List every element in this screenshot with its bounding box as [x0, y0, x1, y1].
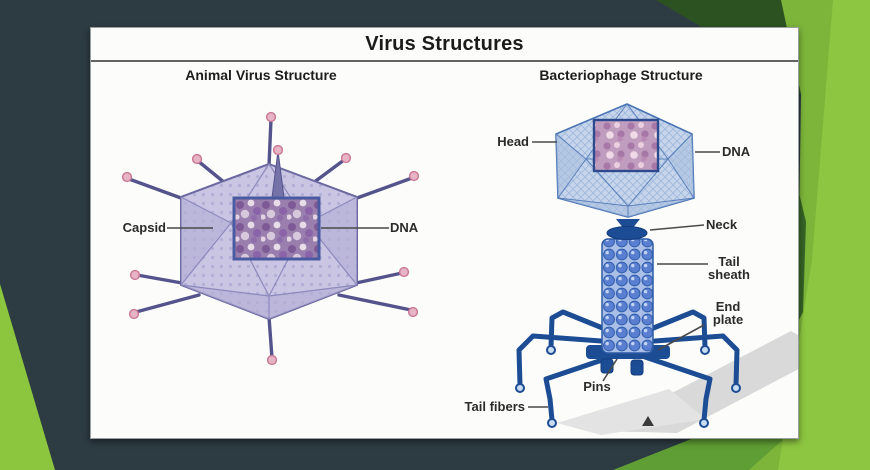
- green-streak-bright: [778, 0, 870, 470]
- phage-tail-sheath: [601, 238, 654, 354]
- phage-neck: [606, 219, 648, 240]
- bacteriophage-illustration: [515, 103, 798, 435]
- slide-title: Virus Structures: [365, 33, 524, 55]
- phage-legs: [516, 309, 740, 423]
- phage-dna-window: [592, 118, 660, 173]
- label-tail-fibers: Tail fibers: [464, 399, 525, 414]
- label-end-plate: End plate: [712, 299, 744, 327]
- phage-leg-feet: [515, 345, 741, 428]
- green-triangle-bottom-left: [0, 284, 55, 470]
- virus-dna-window: [232, 196, 321, 261]
- phage-shadow: [557, 331, 798, 435]
- label-phage-dna: DNA: [722, 144, 751, 159]
- small-triangle-mark: [642, 416, 654, 426]
- green-wedge-dark-top-right: [656, 0, 806, 98]
- label-capsid: Capsid: [122, 220, 166, 235]
- phage-head-shading: [556, 134, 694, 217]
- bacteriophage-leader-lines: [528, 141, 720, 408]
- spike-tips: [121, 111, 420, 366]
- bacteriophage-heading: Bacteriophage Structure: [539, 67, 703, 83]
- label-tail-sheath: Tail sheath: [708, 254, 750, 282]
- label-pins: Pins: [583, 379, 611, 394]
- animal-virus-heading: Animal Virus Structure: [185, 67, 337, 83]
- label-neck: Neck: [706, 217, 738, 232]
- virus-spikes: [127, 117, 414, 360]
- animal-virus-illustration: [121, 111, 420, 366]
- label-head: Head: [497, 134, 529, 149]
- phage-pins: [600, 358, 644, 376]
- label-virus-dna: DNA: [390, 220, 419, 235]
- title-divider: [91, 60, 798, 62]
- virus-illustrations: [121, 103, 798, 435]
- content-panel: Virus Structures Animal Virus Structure …: [90, 27, 799, 439]
